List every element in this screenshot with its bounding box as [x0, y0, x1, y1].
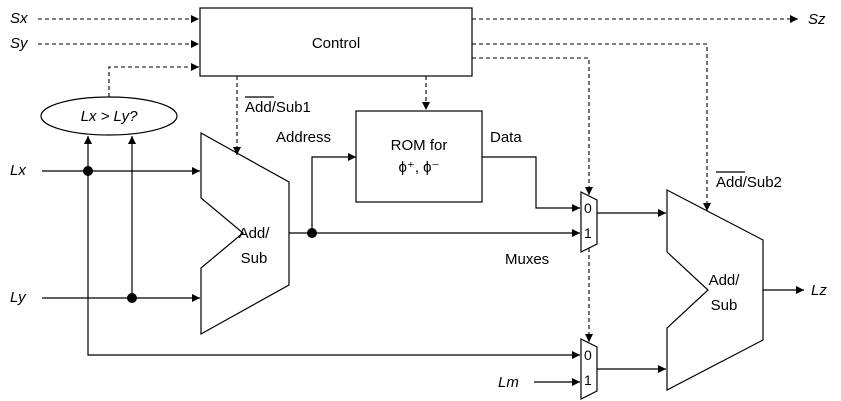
mux1-in1: 1 — [584, 225, 592, 241]
adder1-shape — [200, 131, 290, 336]
addsub2-line — [472, 43, 711, 211]
addsub2-over: Add — [716, 174, 743, 191]
mux1-shape — [580, 191, 598, 253]
data-label: Data — [490, 129, 522, 146]
data-line — [482, 156, 580, 212]
compare-label: Lx > Ly? — [81, 108, 139, 125]
mux2-shape — [580, 338, 598, 400]
lx-label: Lx — [10, 162, 26, 179]
control-block — [199, 7, 473, 77]
sy-label: Sy — [10, 35, 29, 52]
sz-label: Sz — [808, 11, 826, 28]
adder2-shape — [666, 189, 764, 391]
lx-to-mux2 — [87, 171, 580, 359]
addsub2-rest: /Sub2 — [743, 174, 782, 191]
addsub1-over: Add — [245, 99, 272, 116]
lz-label: Lz — [811, 282, 827, 299]
control-label: Control — [312, 35, 360, 52]
mux2-in0: 0 — [584, 347, 592, 363]
address-label: Address — [276, 129, 331, 146]
rom-label-2: ϕ⁺, ϕ⁻ — [399, 159, 440, 176]
compare-to-control — [108, 63, 199, 97]
muxes-label: Muxes — [505, 251, 549, 268]
mux1-in0: 0 — [584, 200, 592, 216]
mux2-in1: 1 — [584, 372, 592, 388]
lm-label: Lm — [498, 374, 519, 391]
adder1-label-2: Sub — [241, 250, 268, 267]
adder2-label-1: Add/ — [709, 272, 741, 289]
control-to-mux1 — [472, 57, 593, 195]
address-line — [311, 153, 356, 233]
adder2-label-2: Sub — [711, 297, 738, 314]
addsub2-label: Add/Sub2 — [716, 174, 782, 191]
sx-label: Sx — [10, 10, 28, 27]
ly-label: Ly — [10, 289, 27, 306]
rom-label-1: ROM for — [391, 137, 448, 154]
addsub1-label: Add/Sub1 — [245, 99, 311, 116]
rom-block — [355, 110, 483, 203]
adder1-label-1: Add/ — [239, 225, 271, 242]
addsub1-rest: /Sub1 — [272, 99, 311, 116]
